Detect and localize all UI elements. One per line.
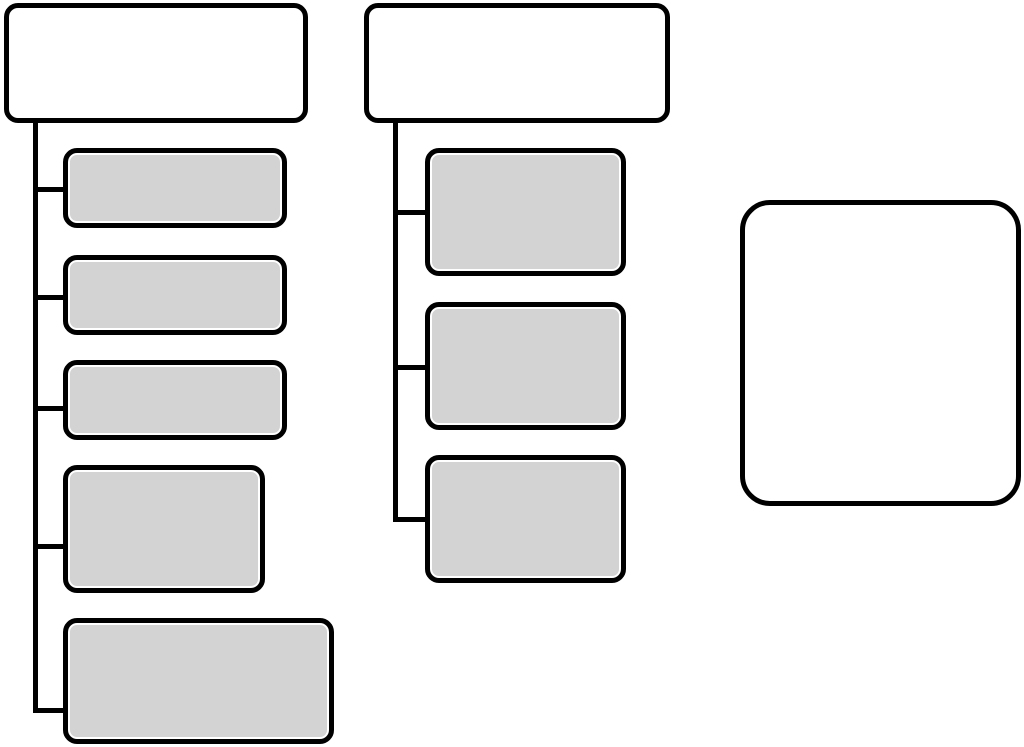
left-branch-line-4 (33, 544, 65, 549)
middle-branch-line-2 (393, 365, 427, 370)
left-child-label-4 (68, 470, 260, 588)
middle-branch-line-1 (393, 210, 427, 215)
left-child-box-5 (63, 618, 334, 744)
left-child-label-3 (68, 365, 282, 435)
left-child-label-5 (68, 623, 329, 739)
middle-header-box (364, 3, 670, 123)
middle-child-label-3 (430, 460, 621, 578)
left-child-box-2 (63, 255, 287, 335)
standalone-label (745, 205, 1016, 501)
left-child-box-3 (63, 360, 287, 440)
middle-child-label-1 (430, 153, 621, 271)
standalone-box (740, 200, 1021, 506)
left-header-box (4, 3, 308, 123)
middle-header-label (369, 8, 665, 118)
left-child-label-2 (68, 260, 282, 330)
left-child-label-1 (68, 153, 282, 223)
left-branch-line-3 (33, 406, 65, 411)
left-branch-line-1 (33, 187, 65, 192)
middle-child-box-2 (425, 302, 626, 430)
left-child-box-4 (63, 465, 265, 593)
middle-child-box-1 (425, 148, 626, 276)
left-branch-line-2 (33, 295, 65, 300)
middle-trunk-line (393, 121, 398, 522)
left-header-label (9, 8, 303, 118)
middle-child-label-2 (430, 307, 621, 425)
middle-branch-line-3 (393, 517, 427, 522)
middle-child-box-3 (425, 455, 626, 583)
left-trunk-line (33, 121, 38, 713)
left-branch-line-5 (33, 708, 65, 713)
left-child-box-1 (63, 148, 287, 228)
